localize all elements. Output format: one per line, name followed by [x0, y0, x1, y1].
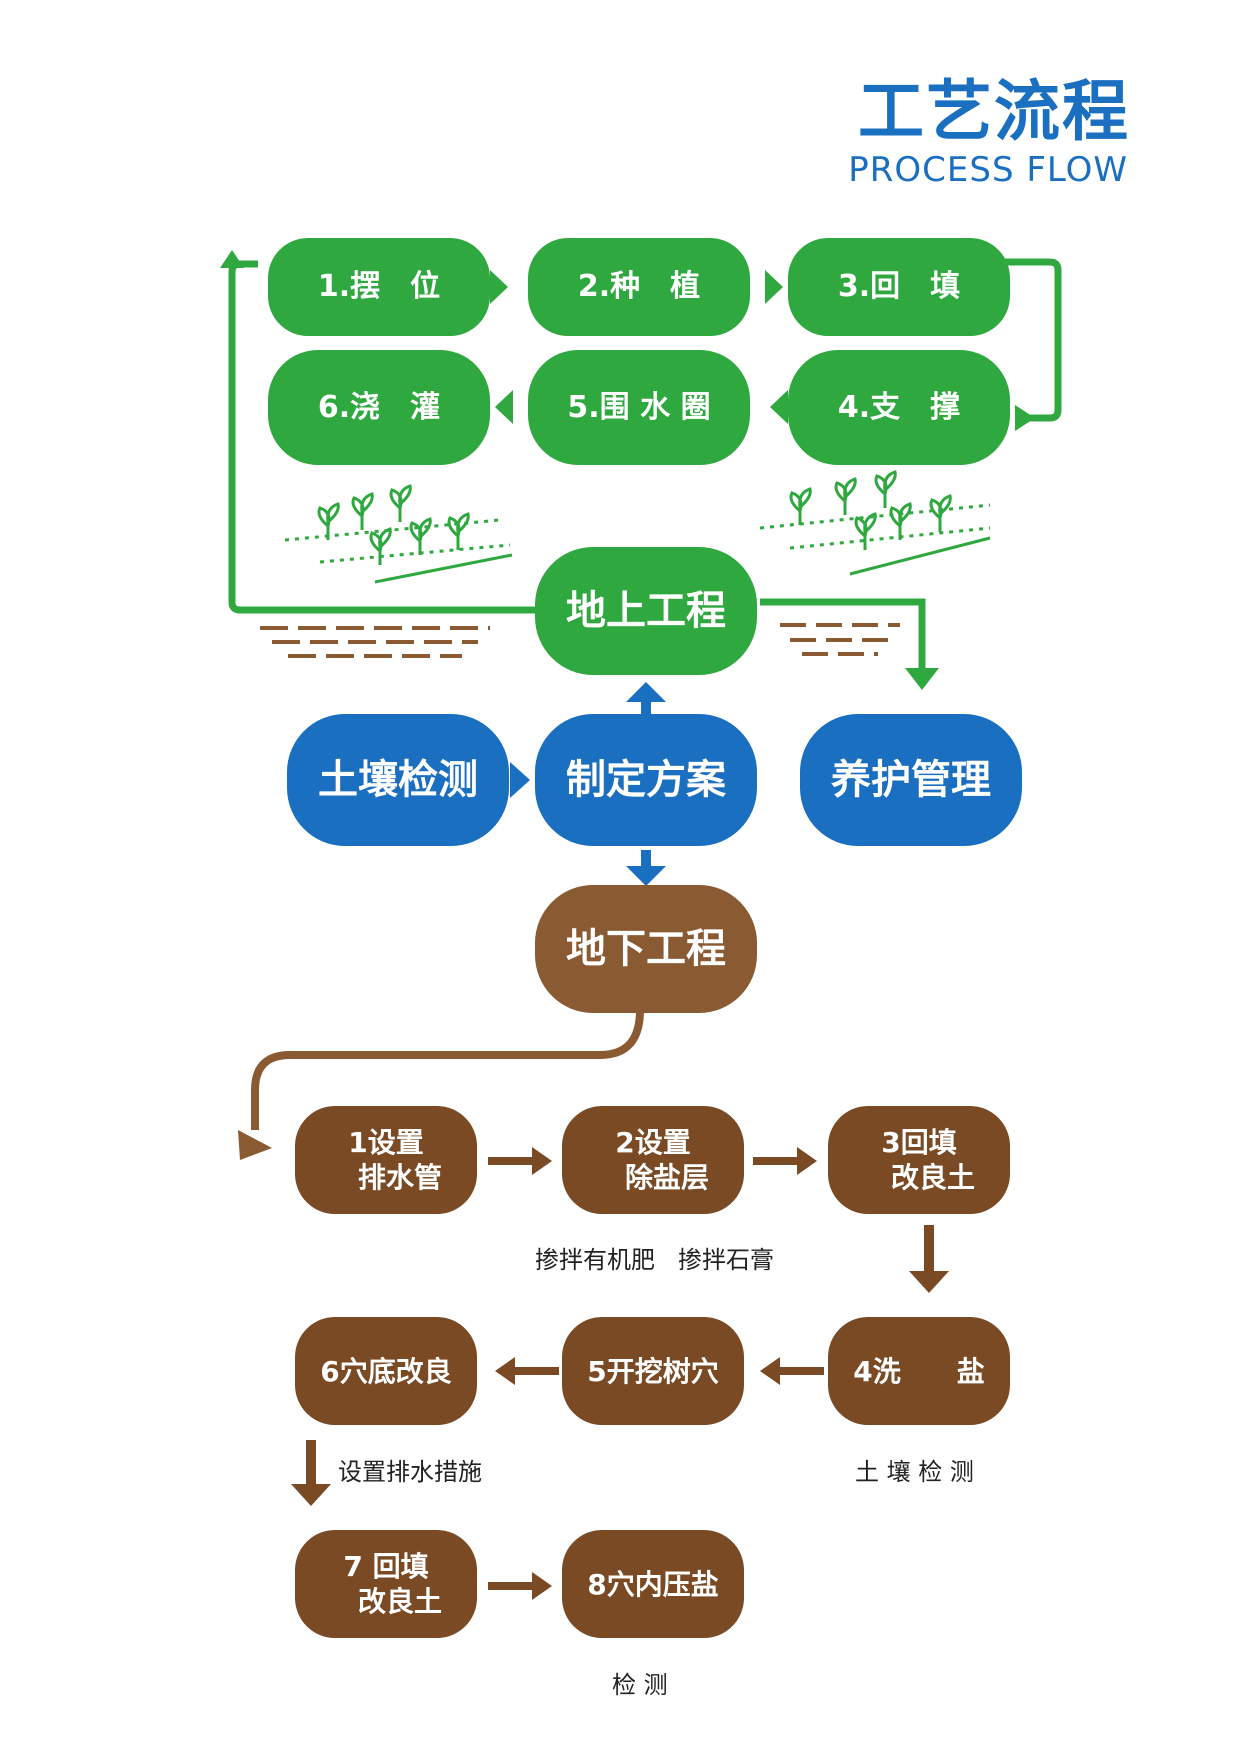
step-below-1: 1设置 排水管 — [295, 1106, 477, 1214]
maintain-arrowhead — [905, 668, 939, 690]
step-above-3: 3.回 填 — [788, 238, 1010, 336]
page-title: 工艺流程 — [858, 73, 1130, 150]
seedlings-right — [759, 470, 991, 576]
step-below-3: 3回填 改良土 — [828, 1106, 1010, 1214]
page-subtitle: PROCESS FLOW — [848, 150, 1128, 190]
note-gypsum: 掺拌石膏 — [678, 1246, 774, 1274]
soil-lines-left — [260, 626, 490, 658]
soil-lines-right — [780, 623, 900, 656]
brown-curve — [251, 1009, 644, 1130]
node-soil-test: 土壤检测 — [287, 714, 509, 846]
step-below-6: 6穴底改良 — [295, 1317, 477, 1425]
step-below-5: 5开挖树穴 — [562, 1317, 744, 1425]
step-above-4: 4.支 撑 — [788, 350, 1010, 465]
step-below-2: 2设置 除盐层 — [562, 1106, 744, 1214]
note-organic-fertilizer: 掺拌有机肥 — [535, 1246, 655, 1274]
loop-arrowhead-up — [220, 250, 244, 268]
note-check: 检 测 — [612, 1671, 668, 1699]
step-above-2: 2.种 植 — [528, 238, 750, 336]
node-below-ground: 地下工程 — [535, 885, 757, 1013]
step-below-4: 4洗 盐 — [828, 1317, 1010, 1425]
node-plan: 制定方案 — [535, 714, 757, 846]
step-above-5: 5.围 水 圈 — [528, 350, 750, 465]
brown-arrows — [291, 1147, 949, 1600]
step-below-8: 8穴内压盐 — [562, 1530, 744, 1638]
step-above-1: 1.摆 位 — [268, 238, 490, 336]
seedlings-left — [284, 484, 513, 584]
note-drainage: 设置排水措施 — [338, 1458, 482, 1486]
step-below-7: 7 回填 改良土 — [295, 1530, 477, 1638]
node-maintain: 养护管理 — [800, 714, 1022, 846]
step-above-6: 6.浇 灌 — [268, 350, 490, 465]
blue-arrows — [510, 682, 666, 886]
green-arrows — [490, 270, 788, 424]
loop-arrowhead-right — [1015, 405, 1035, 431]
note-soil-check: 土 壤 检 测 — [855, 1458, 974, 1486]
node-above-ground: 地上工程 — [535, 547, 757, 675]
